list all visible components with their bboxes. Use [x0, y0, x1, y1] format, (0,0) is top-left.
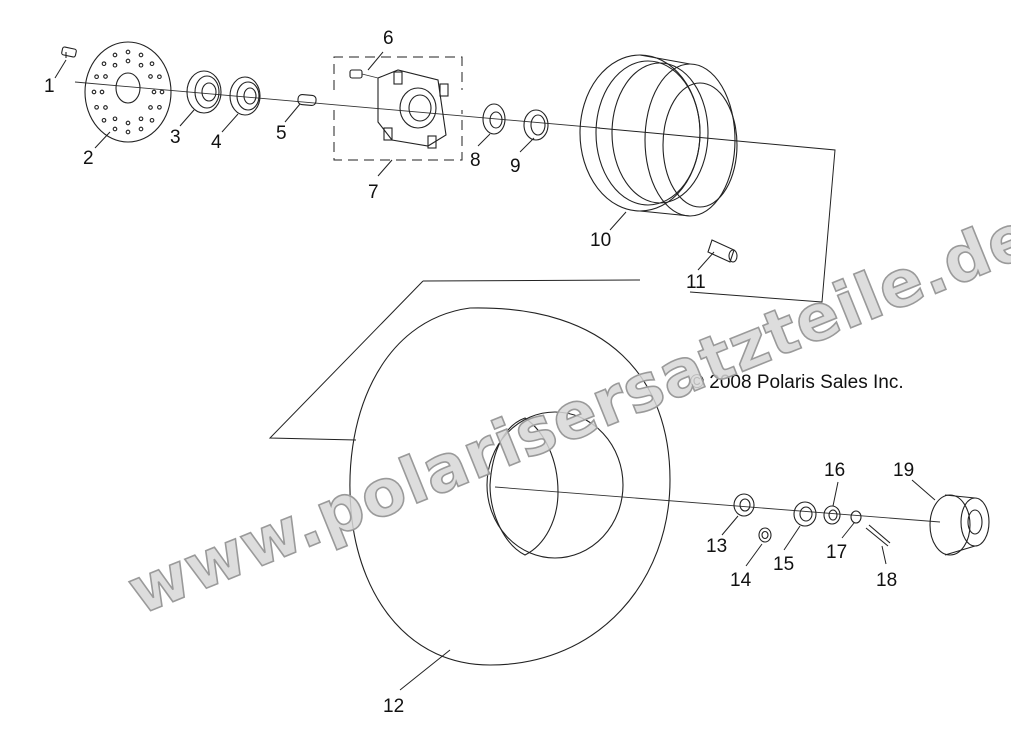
cotter-pin-part-18: [865, 524, 891, 547]
disc-hole: [125, 49, 131, 55]
watermark-text: www.polarisersatzteile.de: [118, 199, 1011, 630]
callout-2: 2: [83, 148, 94, 169]
brake-disc-part-2: [84, 41, 172, 143]
callout-4: 4: [211, 132, 222, 153]
bolt-part-1: [61, 46, 77, 58]
disc-hole: [138, 52, 144, 58]
callout-19: 19: [893, 460, 914, 481]
upper-axis-line: [74, 81, 601, 129]
callout-3: 3: [170, 127, 181, 148]
disc-hole: [138, 126, 144, 132]
washer-part-15: [793, 501, 817, 527]
callout-11: 11: [686, 272, 706, 293]
callout-12: 12: [383, 696, 404, 717]
callout-18: 18: [876, 570, 897, 591]
disc-hole: [159, 89, 165, 95]
disc-hole: [125, 120, 131, 126]
lug-nut-part-11: [707, 239, 738, 263]
lower-axis-line: [494, 486, 941, 523]
rim-tire-connector-top: [422, 279, 641, 282]
wheel-rim-part-10: [579, 54, 738, 217]
disc-hole: [149, 117, 155, 123]
callout-1: 1: [44, 76, 55, 97]
disc-hole: [101, 117, 107, 123]
spacer-part-5: [297, 94, 317, 106]
disc-hole: [103, 74, 108, 79]
disc-hole: [125, 58, 131, 64]
leader-lines: [54, 51, 936, 691]
callout-9: 9: [510, 156, 521, 177]
bearing-part-4: [229, 76, 261, 116]
ring-part-9: [523, 109, 549, 141]
disc-hole: [112, 52, 118, 58]
callout-10: 10: [590, 230, 611, 251]
callout-7: 7: [368, 182, 379, 203]
callout-17: 17: [826, 542, 847, 563]
callout-5: 5: [276, 123, 287, 144]
disc-hole: [103, 105, 108, 110]
callout-13: 13: [706, 536, 727, 557]
disc-hole: [101, 61, 107, 67]
disc-hole: [151, 89, 157, 95]
disc-hole: [91, 89, 97, 95]
disc-hole: [138, 62, 144, 68]
nut-part-14: [758, 527, 772, 543]
hub-cap-part-19: [929, 494, 990, 556]
rim-tire-connector-left: [268, 280, 424, 441]
disc-hole: [148, 74, 153, 79]
tire-part-12: [349, 307, 671, 666]
callout-16: 16: [824, 460, 845, 481]
disc-hole: [148, 105, 153, 110]
seal-part-8: [482, 103, 506, 135]
disc-hole: [125, 129, 131, 135]
disc-hole: [157, 74, 162, 80]
nut-part-17: [850, 510, 862, 524]
disc-hole: [112, 126, 118, 132]
spacer-part-13: [733, 493, 755, 517]
disc-hole: [149, 61, 155, 67]
disc-hole: [112, 116, 118, 122]
callout-14: 14: [730, 570, 752, 591]
hub-assembly-part-7: [333, 56, 463, 161]
disc-hole: [157, 104, 162, 110]
callout-8: 8: [470, 150, 481, 171]
copyright-text: © 2008 Polaris Sales Inc.: [690, 372, 904, 393]
disc-hole: [138, 116, 144, 122]
rim-tire-connector: [597, 127, 836, 303]
disc-hole: [94, 104, 99, 110]
disc-hole: [112, 62, 118, 68]
callout-6: 6: [383, 28, 394, 49]
callout-15: 15: [773, 554, 794, 575]
disc-hole: [94, 74, 99, 80]
disc-hole: [99, 89, 105, 95]
seal-part-3: [186, 70, 222, 114]
washer-part-16: [823, 505, 841, 525]
